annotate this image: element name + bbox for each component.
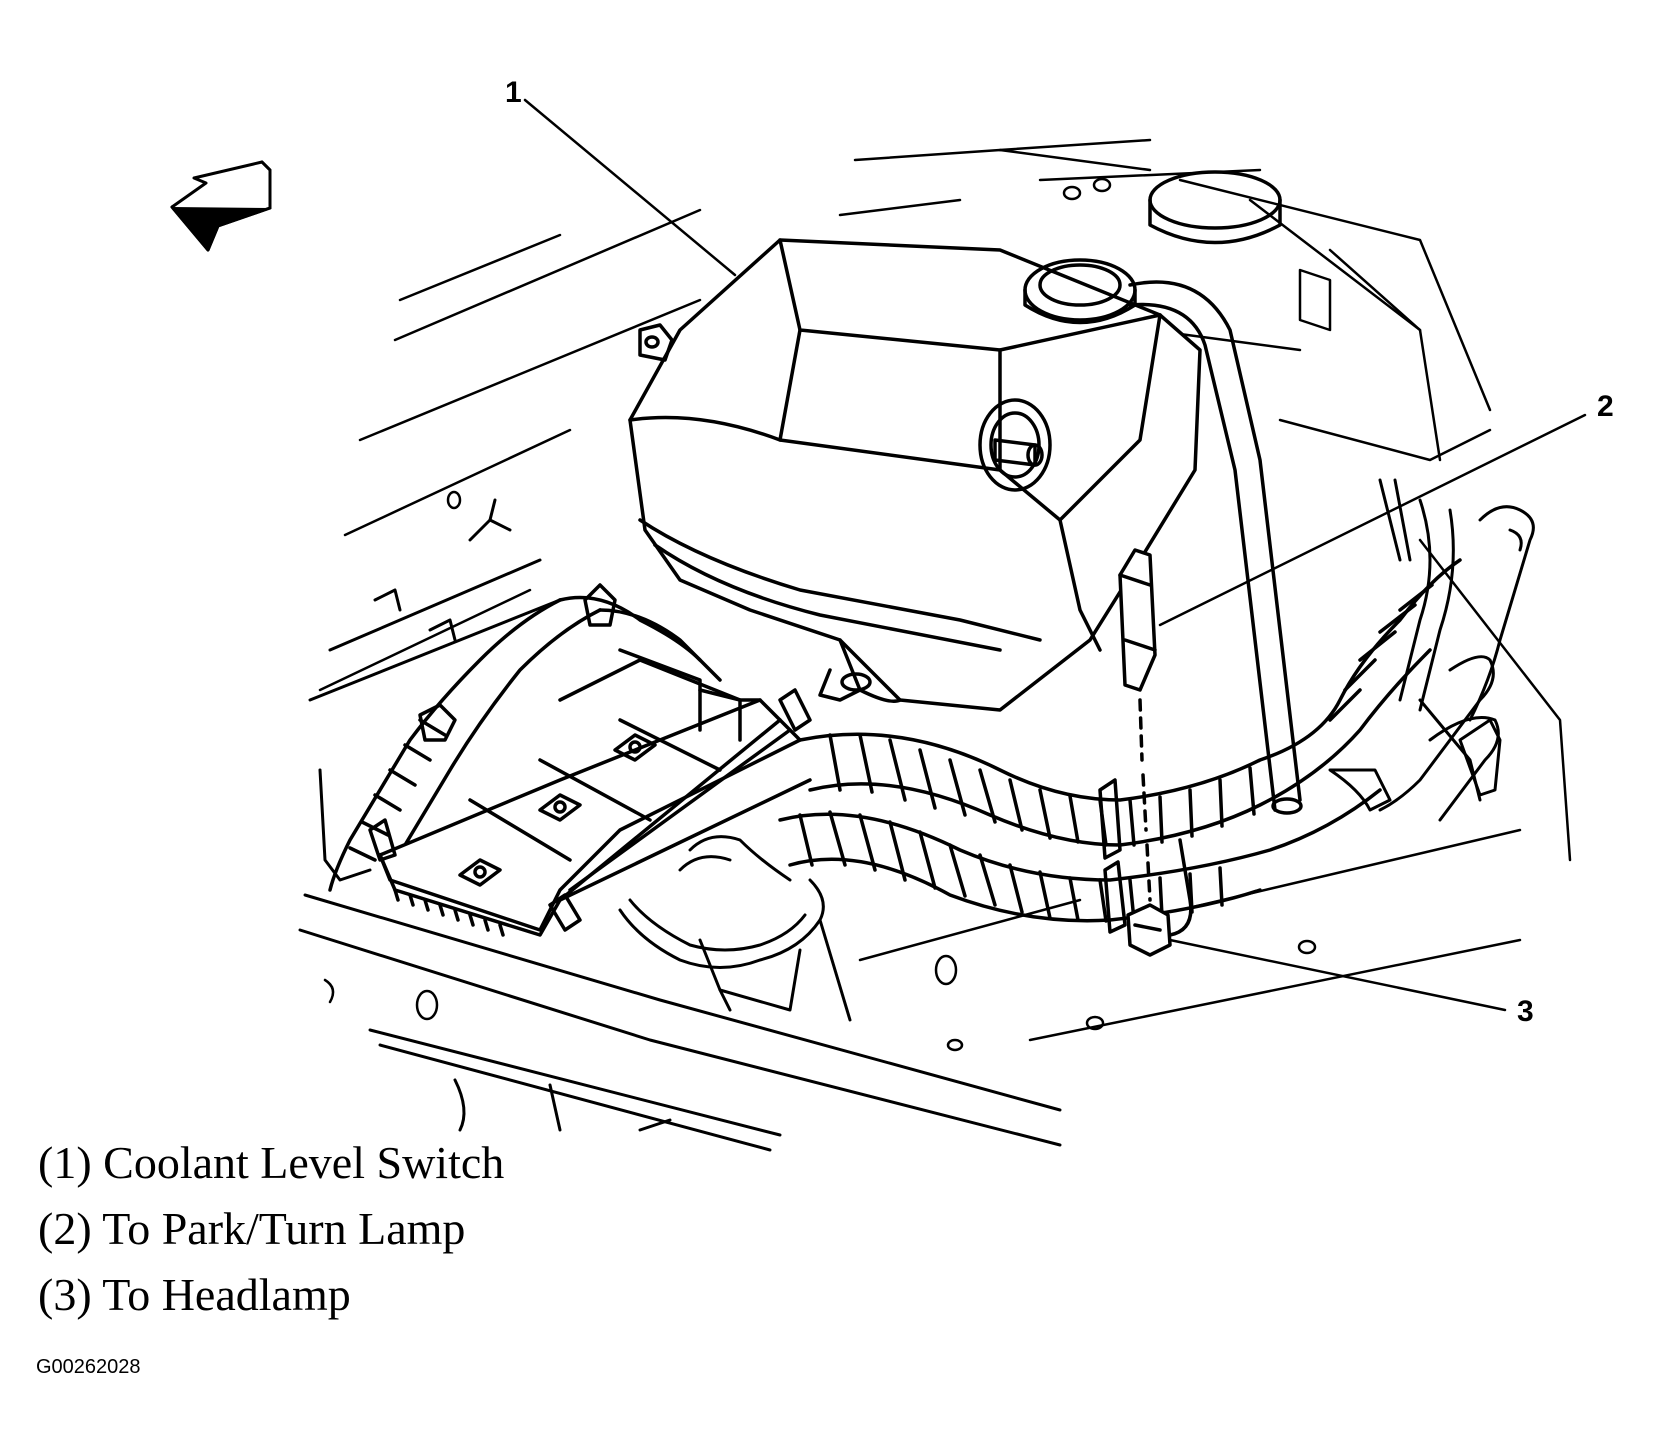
leader-line-1	[523, 98, 737, 277]
coolant-reservoir	[628, 238, 1202, 712]
panel-holes	[323, 177, 1317, 1052]
coolant-level-switch-connector	[1118, 548, 1157, 902]
headlamp-connector	[1126, 838, 1193, 957]
legend-item-coolant-level-switch: (1) Coolant Level Switch	[38, 1137, 505, 1188]
callout-number-3: 3	[1517, 995, 1534, 1028]
lower-wire-loop	[618, 835, 852, 1022]
leader-line-2	[1158, 413, 1587, 627]
overflow-hose	[1128, 280, 1303, 815]
wiring-harness	[328, 558, 1462, 934]
left-fender-bracket	[308, 498, 562, 882]
callout-legend: (1) Coolant Level Switch (2) To Park/Tur…	[38, 1140, 504, 1338]
callout-number-1: 1	[505, 76, 522, 109]
air-intake-opening	[1148, 170, 1282, 245]
legend-item-park-turn-lamp: (2) To Park/Turn Lamp	[38, 1203, 466, 1254]
relay-center	[368, 648, 812, 937]
leader-lines	[523, 98, 1587, 1012]
right-wiring-pigtails	[1328, 478, 1535, 822]
legend-item-headlamp: (3) To Headlamp	[38, 1269, 351, 1320]
leader-line-3	[1168, 938, 1507, 1012]
radiator-support	[298, 893, 1062, 1152]
callout-number-2: 2	[1597, 390, 1614, 423]
figure-id: G00262028	[36, 1356, 141, 1378]
front-direction-arrow-icon	[170, 160, 272, 252]
